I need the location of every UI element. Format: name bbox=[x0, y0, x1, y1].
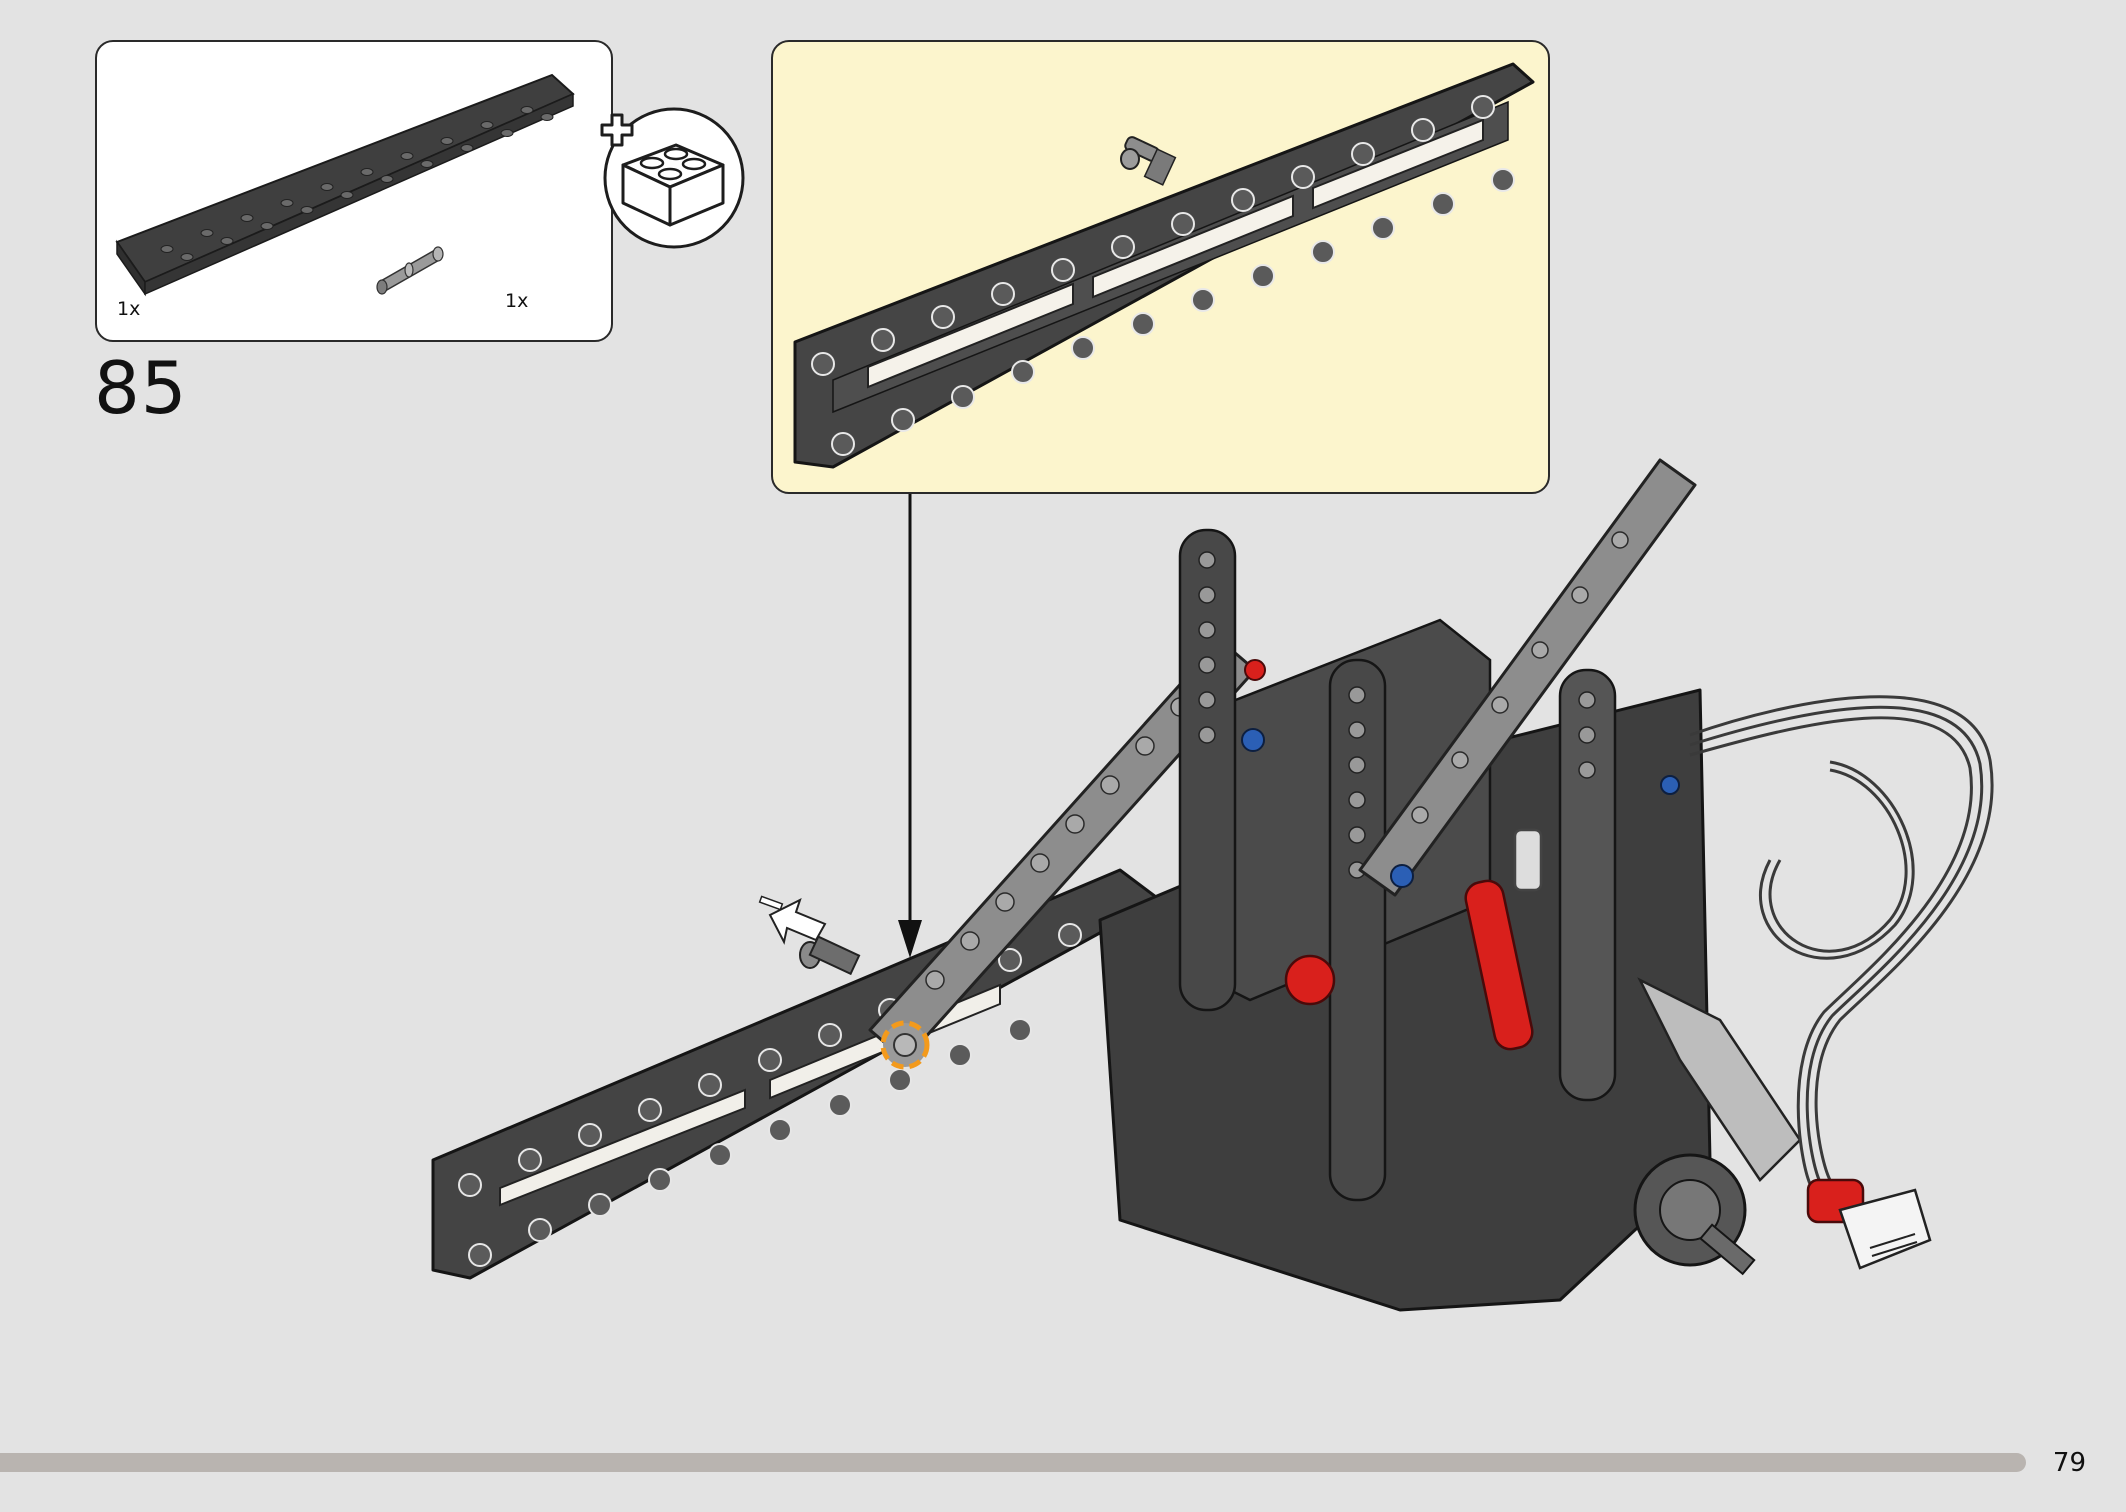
highlight-pin-hole bbox=[893, 1033, 917, 1057]
pin-quantity: 1x bbox=[505, 290, 529, 312]
callout-axle-pin bbox=[1120, 136, 1177, 186]
axle-pin-part bbox=[376, 246, 444, 295]
motor-cable bbox=[1689, 695, 1994, 1185]
insert-direction-arrow bbox=[758, 895, 827, 945]
parts-list-box: 1x 1x bbox=[95, 40, 613, 342]
callout-pointer-arrow bbox=[898, 494, 922, 958]
beam-quantity: 1x bbox=[117, 298, 141, 320]
callout-illustration bbox=[793, 62, 1535, 469]
cable-connector bbox=[1806, 1178, 1932, 1270]
page-number: 79 bbox=[2052, 1448, 2086, 1478]
plus-brick-icon bbox=[600, 107, 745, 249]
main-assembly-illustration bbox=[431, 458, 1994, 1312]
parts-illustration bbox=[115, 73, 575, 297]
step-number: 85 bbox=[94, 346, 188, 430]
axle-pin-inserted bbox=[799, 935, 861, 976]
mechanism-body bbox=[1098, 458, 1802, 1312]
callout-frame-beam bbox=[793, 62, 1535, 469]
page-progress-bar bbox=[0, 1453, 2026, 1472]
frame-beam-part bbox=[115, 73, 575, 297]
callout-box bbox=[771, 40, 1550, 494]
